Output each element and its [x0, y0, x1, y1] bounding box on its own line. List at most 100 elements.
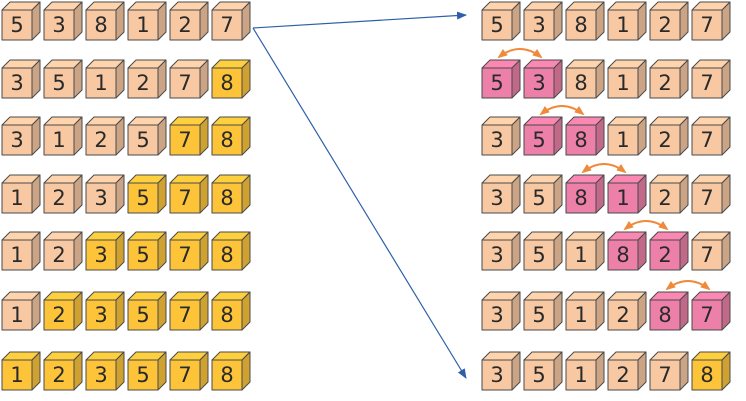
cube-front-face — [649, 124, 681, 156]
cube-front-face — [169, 124, 201, 156]
array-cube: 3 — [481, 174, 521, 214]
swap-arrow — [581, 163, 627, 174]
cube-front-face — [85, 9, 117, 41]
array-cube: 2 — [169, 1, 209, 41]
cube-front-face — [1, 67, 33, 99]
cube-front-face — [127, 299, 159, 331]
cube-front-face — [607, 124, 639, 156]
array-cube: 2 — [43, 174, 83, 214]
cube-value: 3 — [490, 186, 503, 210]
array-cube: 5 — [1, 1, 41, 41]
cube-value: 2 — [178, 13, 191, 37]
cube-front-face — [127, 9, 159, 41]
array-cube: 1 — [1, 291, 41, 331]
array-cube: 7 — [691, 174, 731, 214]
cube-value: 2 — [616, 303, 629, 327]
cube-value: 7 — [178, 71, 191, 95]
swap-arrow — [539, 105, 585, 116]
cube-front-face — [85, 182, 117, 214]
cube-value: 1 — [616, 71, 629, 95]
cube-front-face — [691, 239, 723, 271]
array-cube: 2 — [43, 291, 83, 331]
cube-front-face — [85, 359, 117, 391]
cube-front-face — [43, 124, 75, 156]
array-cube: 3 — [481, 231, 521, 271]
cube-front-face — [211, 239, 243, 271]
cube-front-face — [565, 182, 597, 214]
cube-value: 2 — [658, 13, 671, 37]
cube-front-face — [43, 182, 75, 214]
array-cube: 3 — [43, 1, 83, 41]
array-cube: 5 — [127, 231, 167, 271]
cube-front-face — [127, 359, 159, 391]
expand-arrow-top — [252, 11, 467, 29]
cube-front-face — [1, 9, 33, 41]
array-cube: 3 — [481, 291, 521, 331]
cube-value: 3 — [94, 303, 107, 327]
cube-value: 1 — [616, 128, 629, 152]
cube-front-face — [481, 124, 513, 156]
cube-front-face — [607, 9, 639, 41]
cube-front-face — [481, 182, 513, 214]
cube-front-face — [481, 239, 513, 271]
cube-value: 5 — [532, 363, 545, 387]
array-cube: 1 — [1, 351, 41, 391]
array-cube: 2 — [607, 291, 647, 331]
array-cube: 8 — [211, 59, 251, 99]
array-cube: 2 — [649, 59, 689, 99]
cube-front-face — [649, 359, 681, 391]
array-cube: 7 — [169, 116, 209, 156]
cube-value: 3 — [94, 243, 107, 267]
cube-front-face — [523, 124, 555, 156]
cube-value: 3 — [10, 128, 23, 152]
array-cube: 7 — [211, 1, 251, 41]
cube-value: 1 — [94, 71, 107, 95]
cube-front-face — [43, 239, 75, 271]
array-cube: 3 — [85, 291, 125, 331]
cube-value: 7 — [178, 186, 191, 210]
cube-value: 1 — [136, 13, 149, 37]
array-cube: 7 — [649, 351, 689, 391]
array-cube: 1 — [43, 116, 83, 156]
cube-front-face — [127, 239, 159, 271]
cube-value: 2 — [52, 363, 65, 387]
cube-value: 8 — [220, 128, 233, 152]
cube-value: 2 — [658, 186, 671, 210]
array-cube: 5 — [127, 174, 167, 214]
cube-value: 2 — [136, 71, 149, 95]
cube-front-face — [649, 182, 681, 214]
cube-value: 8 — [220, 243, 233, 267]
cube-value: 3 — [490, 128, 503, 152]
array-cube: 8 — [565, 174, 605, 214]
array-cube: 7 — [169, 231, 209, 271]
array-cube: 3 — [481, 116, 521, 156]
cube-value: 7 — [700, 128, 713, 152]
cube-front-face — [523, 239, 555, 271]
cube-value: 1 — [616, 13, 629, 37]
cube-front-face — [1, 182, 33, 214]
cube-front-face — [565, 124, 597, 156]
swap-arrow — [665, 280, 711, 291]
cube-front-face — [481, 67, 513, 99]
array-cube: 1 — [607, 1, 647, 41]
cube-front-face — [691, 67, 723, 99]
cube-front-face — [565, 359, 597, 391]
array-cube: 5 — [481, 59, 521, 99]
cube-front-face — [43, 299, 75, 331]
array-cube: 3 — [1, 116, 41, 156]
cube-value: 8 — [574, 186, 587, 210]
cube-value: 1 — [10, 303, 23, 327]
array-cube: 2 — [649, 116, 689, 156]
array-cube: 8 — [85, 1, 125, 41]
cube-front-face — [43, 359, 75, 391]
array-cube: 5 — [127, 116, 167, 156]
array-cube: 7 — [691, 1, 731, 41]
cube-value: 5 — [136, 243, 149, 267]
cube-value: 8 — [574, 71, 587, 95]
cube-value: 5 — [136, 303, 149, 327]
